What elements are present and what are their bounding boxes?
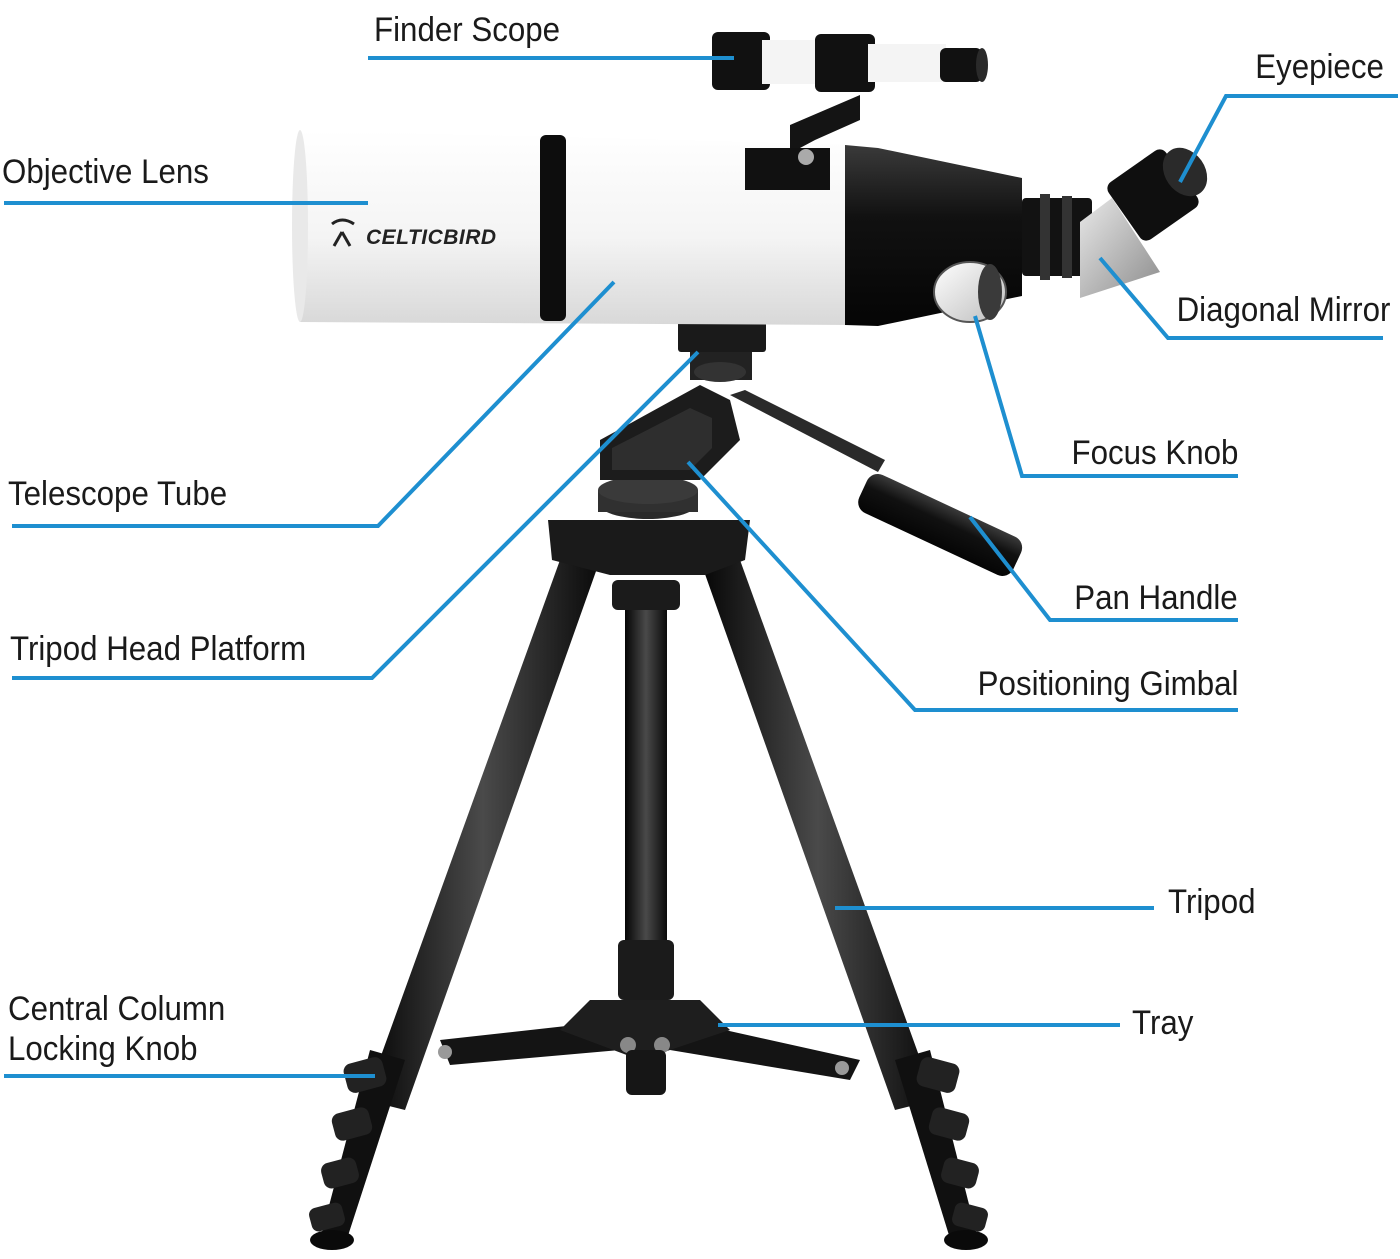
- column-lock-collar: [618, 940, 674, 1000]
- label-diagonal-mirror: Diagonal Mirror: [1176, 291, 1390, 329]
- leg-lock-knobs-left: [309, 1057, 387, 1232]
- tray: [438, 1000, 860, 1095]
- label-telescope-tube: Telescope Tube: [8, 475, 228, 513]
- telescope-tube: [292, 95, 1208, 326]
- label-objective-lens: Objective Lens: [2, 153, 209, 191]
- brand-name: CELTICBIRD: [366, 226, 497, 249]
- pan-handle-rod: [730, 390, 885, 472]
- label-tray: Tray: [1132, 1004, 1194, 1042]
- tube-ring: [540, 135, 566, 321]
- leader-eyepiece: [1178, 94, 1398, 183]
- tripod-leg-left: [365, 560, 600, 1110]
- drawtube: [1022, 198, 1092, 276]
- leader-tripod-head-platform: [12, 350, 700, 680]
- tripod-leg-left-lower: [320, 1050, 405, 1245]
- label-finder-scope: Finder Scope: [374, 11, 561, 49]
- finder-scope: [712, 32, 988, 92]
- leader-focus-knob: [973, 315, 1238, 478]
- diagonal-mirror: [1080, 198, 1160, 298]
- telescope-logo-icon: [331, 218, 355, 247]
- label-central-column-line1: Central Column: [8, 990, 226, 1028]
- central-column: [625, 580, 667, 1000]
- leader-positioning-gimbal: [686, 460, 1238, 712]
- leader-telescope-tube: [12, 280, 616, 528]
- tray-center-post: [626, 1050, 666, 1095]
- tripod-leg-right: [700, 560, 935, 1110]
- leg-lock-knobs-right: [916, 1057, 988, 1232]
- leader-lines: [4, 56, 1398, 1078]
- label-tripod: Tripod: [1168, 883, 1256, 921]
- finder-bracket-base: [745, 148, 830, 190]
- label-pan-handle: Pan Handle: [1074, 579, 1238, 617]
- tripod-head: [548, 312, 1023, 576]
- foot-left: [310, 1230, 354, 1250]
- label-central-column-line2: Locking Knob: [8, 1030, 198, 1068]
- column-collar: [612, 580, 680, 610]
- pan-handle-grip: [858, 473, 1023, 576]
- leader-pan-handle: [968, 515, 1238, 622]
- label-positioning-gimbal: Positioning Gimbal: [977, 665, 1238, 703]
- label-eyepiece: Eyepiece: [1255, 48, 1384, 86]
- label-focus-knob: Focus Knob: [1071, 434, 1238, 472]
- tripod-leg-right-lower: [895, 1050, 978, 1245]
- brand-logo: CELTICBIRD: [331, 218, 497, 249]
- leader-diagonal-mirror: [1098, 256, 1383, 340]
- tripod: [309, 560, 988, 1250]
- foot-right: [944, 1230, 988, 1250]
- label-tripod-head-platform: Tripod Head Platform: [10, 630, 307, 668]
